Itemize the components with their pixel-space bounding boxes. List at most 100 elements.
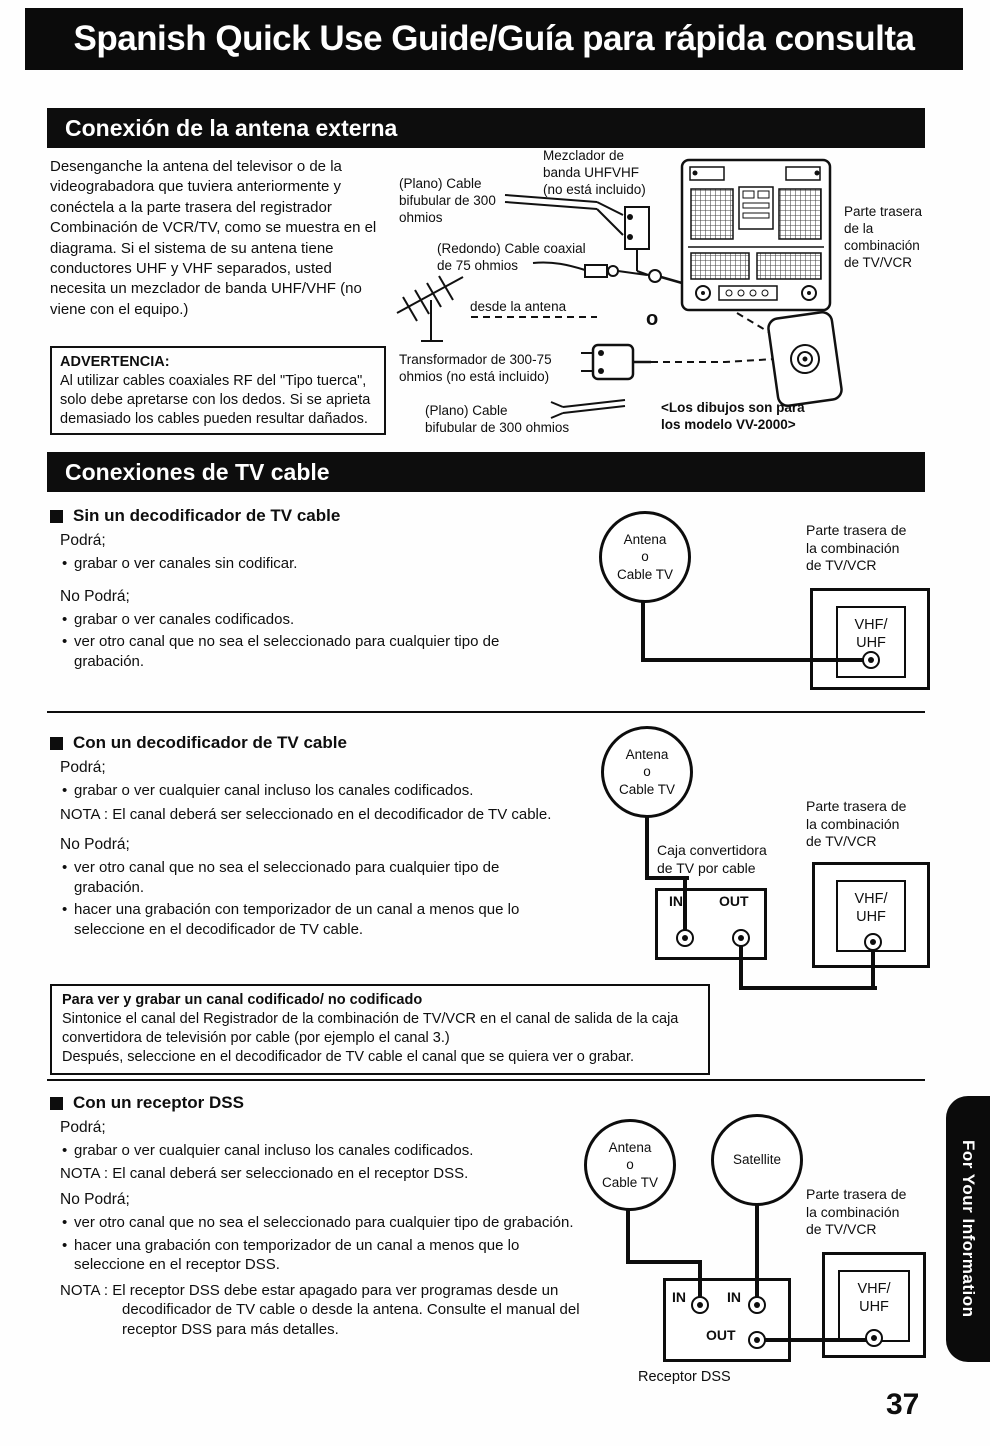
wire (739, 942, 743, 990)
dss-receiver-label: Receptor DSS (638, 1369, 731, 1385)
warning-box: ADVERTENCIA: Al utilizar cables coaxiale… (50, 346, 386, 436)
flat-cable-300-top-icon (504, 194, 624, 236)
vhf-uhf-box: VHF/ UHF (838, 1270, 910, 1342)
transformer-label: Transformador de 300-75 ohmios (no está … (399, 352, 552, 384)
page-title: Spanish Quick Use Guide/Guía para rápida… (25, 8, 963, 70)
wire (645, 815, 649, 880)
section-header-antenna: Conexión de la antena externa (47, 108, 925, 148)
square-bullet-icon (50, 509, 63, 523)
wire (626, 1209, 630, 1264)
vv2000-rear-flap-icon (767, 311, 843, 407)
list-item: grabar o ver canales sin codificar. (60, 554, 565, 574)
wire (698, 1260, 702, 1307)
rf-jack-icon (748, 1296, 766, 1314)
out-port-label: OUT (719, 893, 749, 909)
list-item: grabar o ver cualquier canal incluso los… (60, 781, 565, 801)
cable-converter-label: Caja convertidora de TV por cable (657, 842, 767, 876)
wire (641, 601, 645, 662)
can-label: Podrá; (60, 759, 106, 776)
list-item: grabar o ver canales codificados. (60, 610, 565, 630)
rf-jack-icon (676, 929, 694, 947)
wire (641, 658, 869, 662)
wire (626, 1260, 702, 1264)
subheading-text: Con un receptor DSS (73, 1093, 244, 1112)
list-item: hacer una grabación con temporizador de … (60, 1236, 580, 1275)
coax-cable-75-icon (532, 261, 648, 278)
cannot-label: No Podrá; (60, 836, 130, 853)
satellite-circle: Satellite (711, 1114, 803, 1206)
cannot-list: grabar o ver canales codificados. ver ot… (60, 610, 565, 672)
rear-panel-label-4: Parte trasera de la combinación de TV/VC… (806, 1186, 907, 1237)
in-port-label: IN (669, 893, 683, 909)
divider (47, 1079, 925, 1081)
antenna-connection-diagram (396, 158, 843, 419)
transformer-icon (581, 343, 651, 381)
coded-channel-note-box: Para ver y grabar un canal codificado/ n… (50, 984, 710, 1075)
subheading-without-decoder: Sin un decodificador de TV cable (50, 506, 340, 526)
list-item: hacer una grabación con temporizador de … (60, 900, 565, 939)
wire (755, 1204, 759, 1307)
subheading-text: Sin un decodificador de TV cable (73, 506, 341, 525)
can-list: grabar o ver canales sin codificar. (60, 554, 565, 574)
cannot-label: No Podrá; (60, 587, 130, 605)
nota-text: NOTA : El canal deberá ser seleccionado … (60, 1164, 469, 1182)
subheading-dss: Con un receptor DSS (50, 1093, 244, 1113)
antenna-icon (396, 275, 464, 342)
cannot-label: No Podrá; (60, 1191, 130, 1208)
mixer-label: Mezclador de banda UHFVHF (no está inclu… (543, 148, 646, 197)
nota-text: NOTA : El canal deberá ser seleccionado … (60, 805, 552, 823)
antenna-body-text: Desenganche la antena del televisor o de… (50, 158, 377, 318)
rf-jack-icon (691, 1296, 709, 1314)
rear-panel-label-3: Parte trasera de la combinación de TV/VC… (806, 798, 907, 849)
section-header-cable: Conexiones de TV cable (47, 452, 925, 492)
rf-jack-icon (748, 1331, 766, 1349)
rf-jack-icon (865, 1329, 883, 1347)
coax-cable-label: (Redondo) Cable coaxial de 75 ohmios (437, 241, 586, 273)
divider (47, 711, 925, 713)
warning-title: ADVERTENCIA: (60, 354, 170, 370)
list-item: ver otro canal que no sea el seleccionad… (60, 632, 565, 671)
side-tab-for-your-information: For Your Information (946, 1096, 990, 1362)
transformer-dashed-wire (651, 357, 792, 363)
can-list: grabar o ver cualquier canal incluso los… (60, 1141, 580, 1161)
in-port-label: IN (727, 1289, 741, 1305)
flat-cable-300-bottom-icon (550, 399, 626, 419)
from-antenna-label: desde la antena (470, 299, 567, 314)
list-item: grabar o ver cualquier canal incluso los… (60, 1141, 580, 1161)
wire (739, 986, 877, 990)
or-label: o (646, 308, 659, 330)
wire (871, 944, 875, 990)
square-bullet-icon (50, 1096, 63, 1110)
band-mixer-icon (624, 206, 652, 277)
out-port-label: OUT (706, 1327, 736, 1343)
vhf-uhf-box: VHF/ UHF (836, 606, 906, 678)
with-decoder-text: Podrá; grabar o ver cualquier canal incl… (60, 759, 565, 953)
coded-box-body: Sintonice el canal del Registrador de la… (62, 1011, 679, 1066)
can-label: Podrá; (60, 532, 106, 549)
rf-jack-icon (732, 929, 750, 947)
tv-vcr-back-panel-art (680, 158, 832, 312)
coded-box-title: Para ver y grabar un canal codificado/ n… (62, 992, 423, 1008)
antenna-cable-circle: Antena o Cable TV (601, 726, 693, 818)
page-number: 37 (886, 1388, 920, 1421)
cable-converter-box (655, 888, 767, 960)
can-label: Podrá; (60, 1119, 106, 1136)
rear-panel-label-1: Parte trasera de la combinación de TV/VC… (844, 204, 923, 270)
subheading-text: Con un decodificador de TV cable (73, 733, 347, 752)
rear-panel-label-2: Parte trasera de la combinación de TV/VC… (806, 522, 907, 573)
rf-jack-icon (862, 651, 880, 669)
in-port-label: IN (672, 1289, 686, 1305)
antenna-cable-circle: Antena o Cable TV (599, 511, 691, 603)
wire (765, 1338, 869, 1342)
wire (645, 876, 689, 880)
cannot-list: ver otro canal que no sea el seleccionad… (60, 1213, 580, 1275)
nota-text: NOTA : El receptor DSS debe estar apagad… (60, 1281, 580, 1338)
flat-cable-bottom-label: (Plano) Cable bifubular de 300 ohmios (425, 403, 570, 435)
rf-plug-junction-icon (648, 269, 683, 285)
list-item: ver otro canal que no sea el seleccionad… (60, 1213, 580, 1233)
dss-receiver-box (663, 1278, 791, 1362)
wire (683, 876, 687, 940)
cannot-list: ver otro canal que no sea el seleccionad… (60, 858, 565, 939)
model-note-label: <Los dibujos son para los modelo VV-2000… (661, 400, 805, 432)
